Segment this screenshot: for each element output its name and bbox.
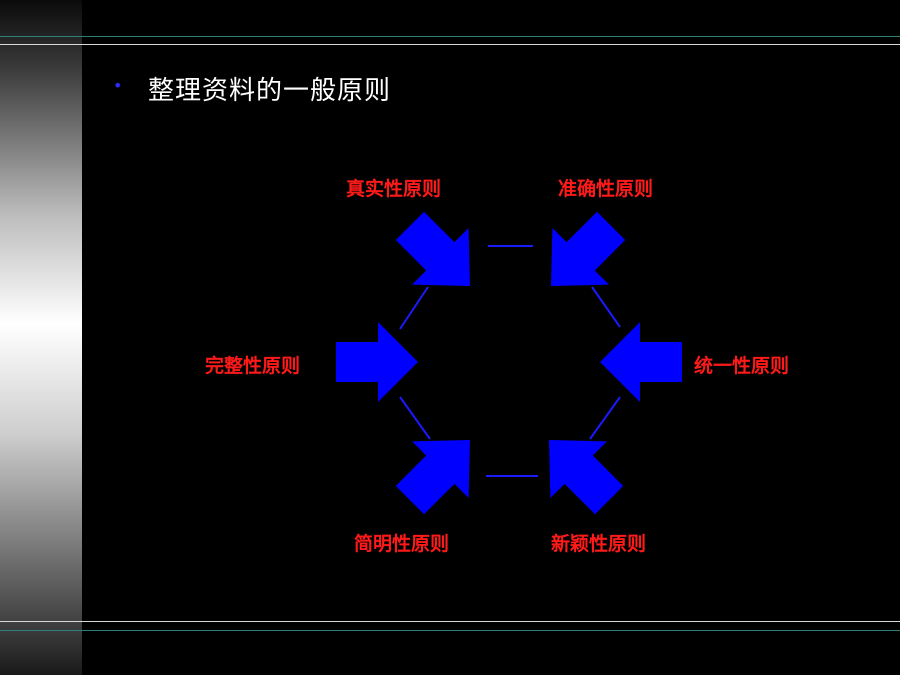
- bottom-rule-white: [0, 621, 900, 622]
- hexagon-edges: [399, 245, 621, 477]
- hexagon-edge-lower-right: [589, 396, 621, 440]
- top-rule-white: [0, 44, 900, 45]
- arrow-left: [336, 322, 418, 402]
- label-bottom-left: 简明性原则: [354, 533, 450, 555]
- label-bottom-right: 新颖性原则: [551, 533, 647, 555]
- slide-title: 整理资料的一般原则: [148, 76, 392, 106]
- label-top-right: 准确性原则: [558, 178, 654, 200]
- left-gradient-bar: [0, 0, 82, 675]
- arrow-bottom-right: [549, 440, 624, 515]
- top-rule-teal: [0, 36, 900, 37]
- hexagon-edge-lower-left: [399, 396, 431, 440]
- hexagon-edge-upper-right: [591, 286, 621, 328]
- label-left: 完整性原则: [205, 355, 301, 377]
- title-bullet: •: [113, 76, 123, 95]
- hexagon-edge-upper-left: [399, 286, 429, 330]
- arrow-bottom-left: [395, 440, 470, 515]
- label-top-left: 真实性原则: [346, 178, 442, 200]
- arrow-right: [600, 322, 682, 402]
- arrow-top-right: [551, 211, 626, 286]
- bottom-rule-teal: [0, 630, 900, 631]
- arrow-top-left: [395, 211, 470, 286]
- label-right: 统一性原则: [694, 355, 790, 377]
